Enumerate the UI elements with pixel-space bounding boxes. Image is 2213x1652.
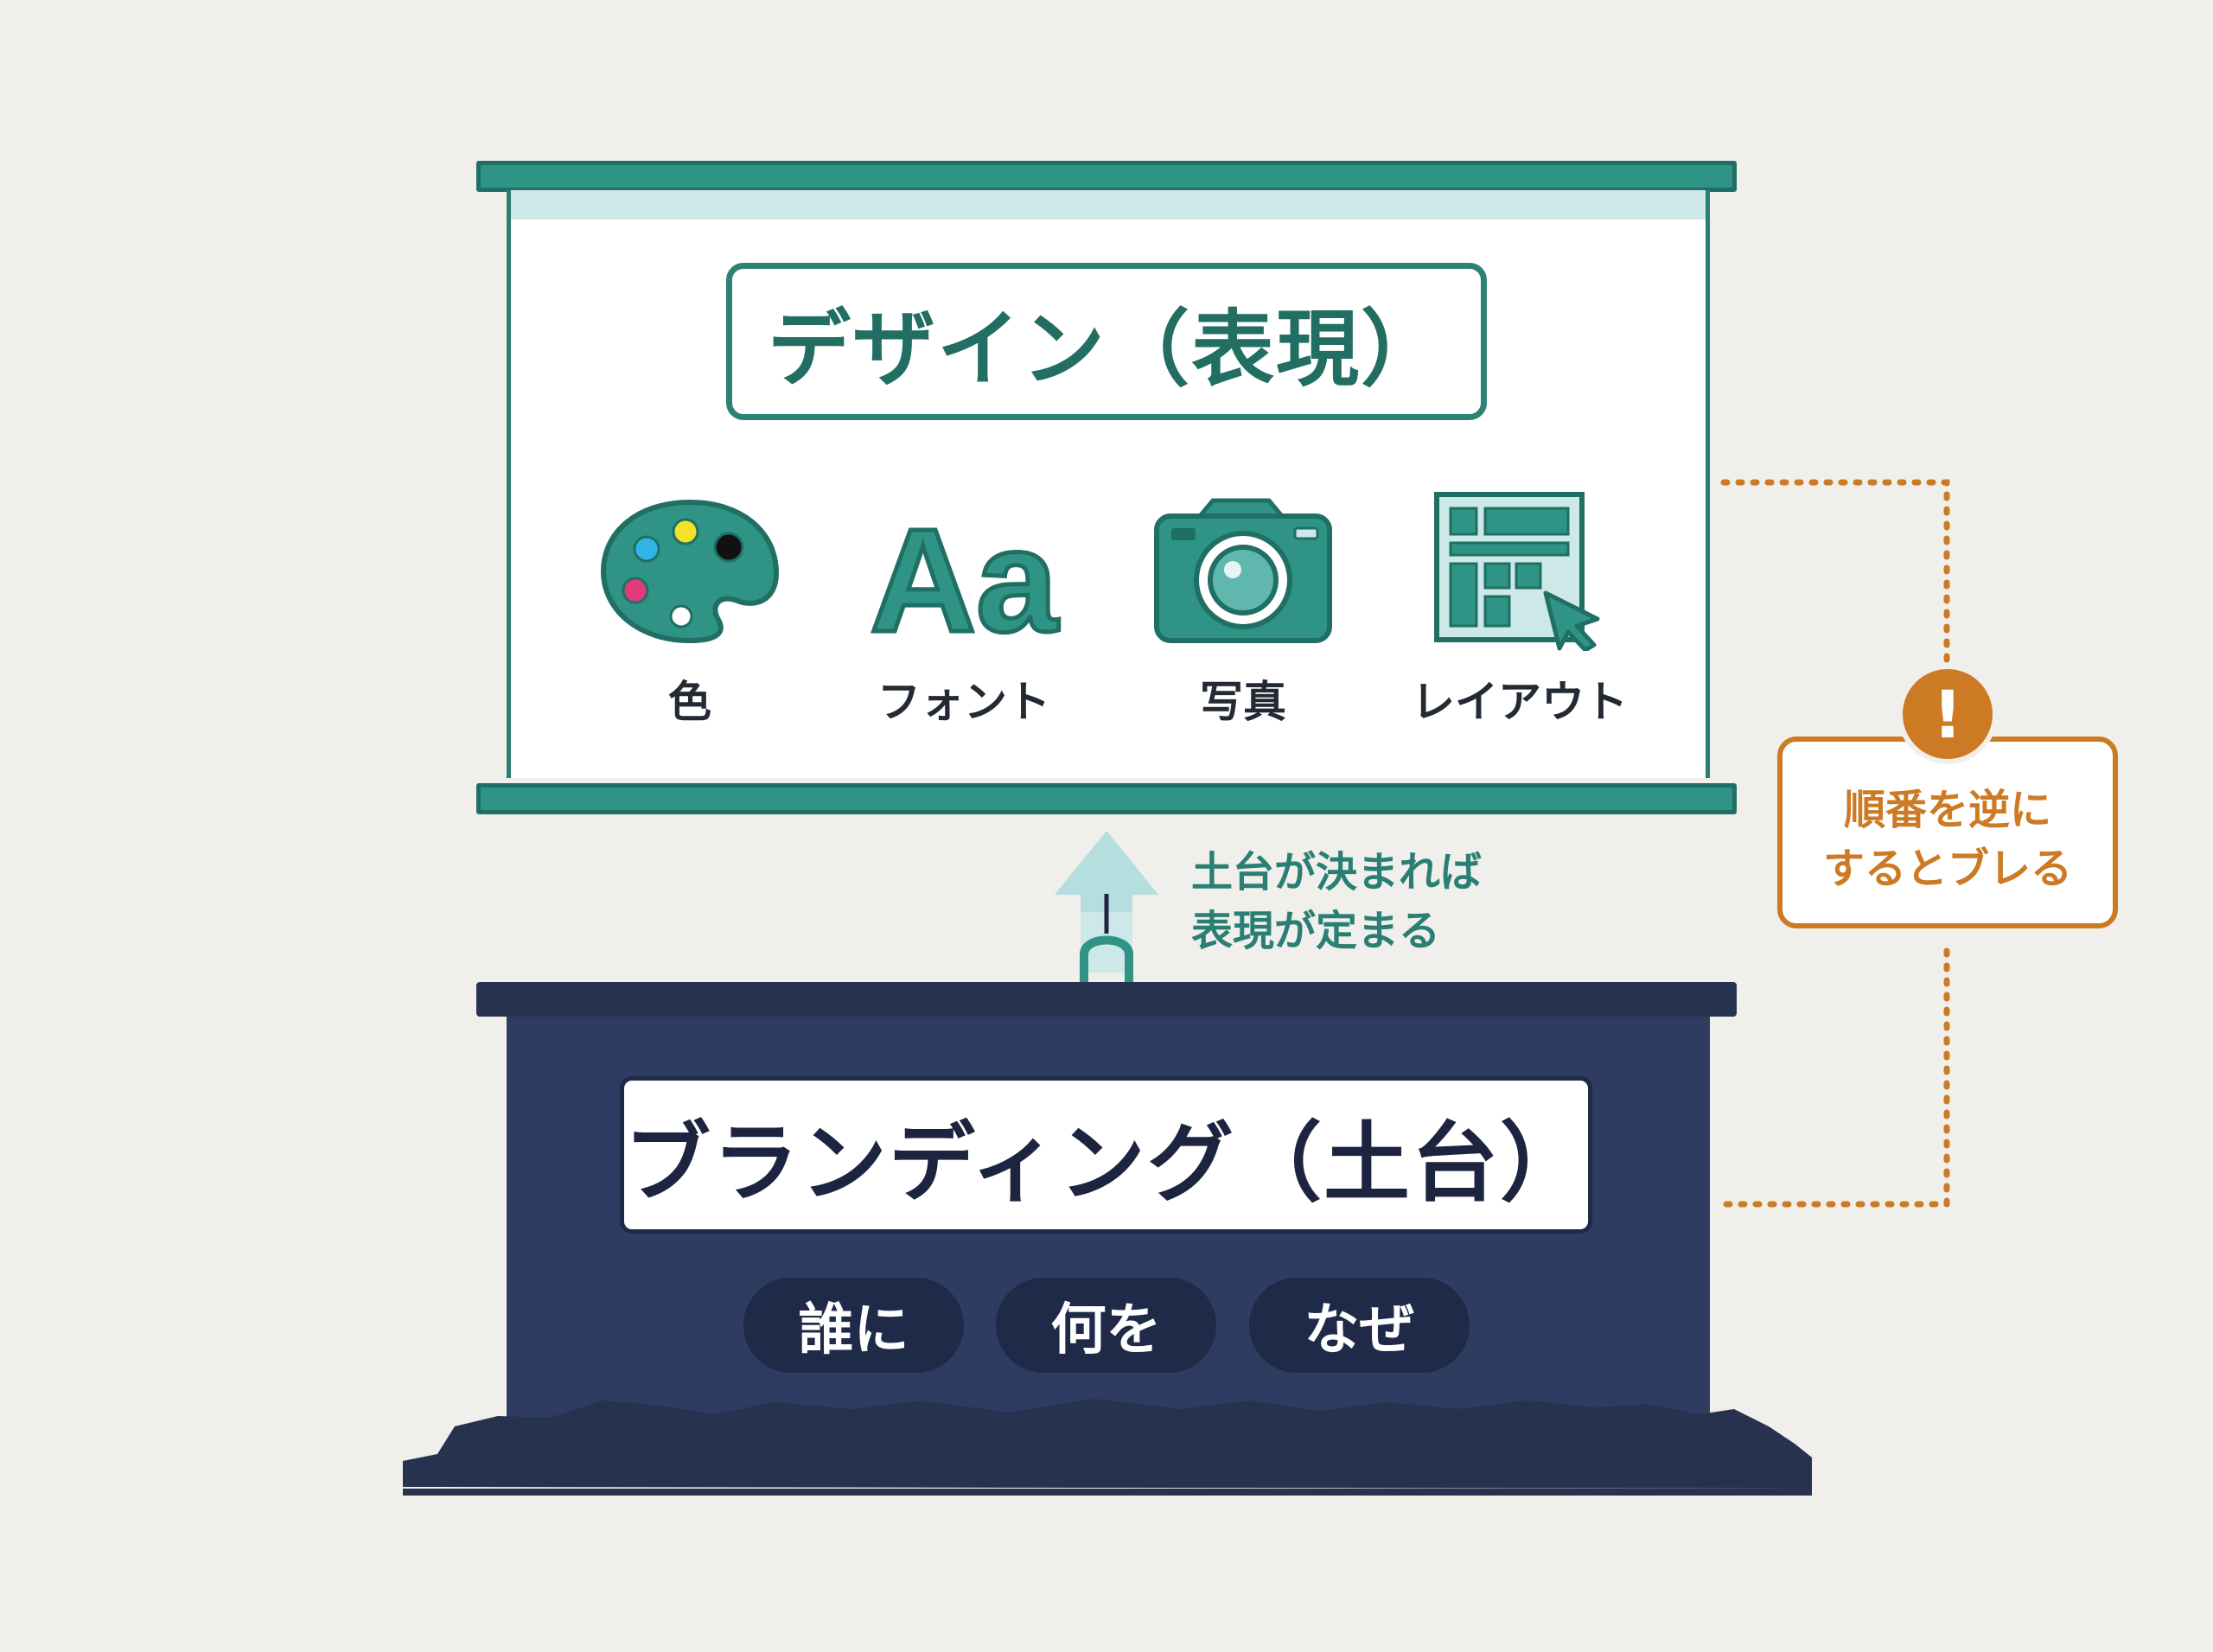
design-item-color: 色 [577,484,802,730]
design-top-rod [476,161,1737,192]
tag-what: 何を [996,1278,1216,1373]
rough-ground [403,1399,1812,1496]
exclamation-icon: ! [1897,664,1998,764]
camera-icon [1154,498,1332,643]
design-board-band [511,190,1706,220]
arrow-caption-line2: 表現が定まる [1191,907,1441,955]
tag-who: 誰に [743,1278,964,1373]
item-label-font: フォント [877,677,1050,727]
warning-line1: 順番を逆に [1843,786,2051,834]
design-item-photo: 写真 [1131,484,1355,730]
warning-callout: 順番を逆に するとブレる [1777,737,2118,928]
layout-grid-icon [1434,491,1600,651]
item-label-layout: レイアウト [1412,677,1628,727]
arrow-caption-line1: 土台が決まれば [1191,848,1483,896]
font-aa-glyph: Aa [870,499,1059,644]
design-item-font: Aa フォント [851,484,1076,730]
branding-title-box: ブランディング（土台） [620,1076,1592,1234]
palette-icon [600,499,780,644]
design-title-box: デザイン（表現） [726,263,1487,420]
link-hook-icon [1080,894,1133,994]
design-bottom-rod [476,783,1737,814]
item-label-photo: 写真 [1200,677,1286,727]
design-title: デザイン（表現） [768,300,1445,398]
item-label-color: 色 [668,677,711,727]
font-aa-icon: Aa [868,497,1062,644]
dotted-connector [1720,479,1950,1208]
arrow-caption: 土台が決まれば 表現が定まる [1191,843,1482,960]
branding-top-cap [476,982,1737,1017]
tag-why: なぜ [1249,1278,1470,1373]
warning-line2: するとブレる [1822,845,2072,893]
branding-title: ブランディング（土台） [624,1112,1588,1214]
design-item-layout: レイアウト [1407,484,1632,730]
